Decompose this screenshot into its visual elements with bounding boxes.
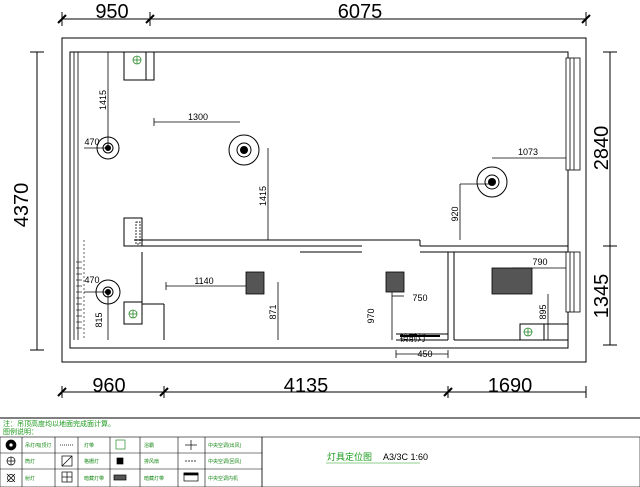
exhaust-fan-icon [116, 457, 124, 465]
ac-units [245, 267, 533, 295]
window-right [565, 57, 581, 313]
drawing-title: 灯具定位图 [327, 451, 372, 462]
curtain-hatch [76, 261, 82, 329]
dim-right-upper: 2840 [591, 126, 613, 171]
downlight-fixtures [128, 55, 533, 337]
dim-1300: 1300 [188, 112, 208, 122]
ceiling-light-icon [476, 166, 508, 198]
ac-unit-icon [245, 271, 265, 295]
downlight-icon [6, 456, 16, 466]
ceiling-light-icon [95, 279, 121, 305]
legend-label: 暗藏灯带 [144, 475, 164, 482]
downlight-icon [523, 327, 533, 337]
dim-970: 970 [366, 308, 376, 323]
legend-label: 灯带 [84, 442, 94, 449]
legend-table [0, 436, 640, 487]
dim-bottom-a: 960 [92, 375, 125, 397]
hidden-strip-icon [61, 471, 73, 483]
note-line-1: 注：吊顶高度均以地面完成面计算。 [3, 419, 115, 428]
dim-790: 790 [532, 257, 547, 267]
right-dimension [603, 51, 617, 346]
dim-1140: 1140 [194, 276, 213, 286]
ceiling-light-icon [228, 134, 260, 166]
dim-1073: 1073 [518, 147, 538, 157]
ac-outlet-icon [185, 440, 197, 450]
ac-unit-icon [183, 472, 199, 482]
outer-walls [61, 37, 587, 363]
legend-label: 浴霸 [144, 442, 154, 449]
drawing-scale: A3/3C 1:60 [383, 452, 428, 462]
dim-450: 450 [417, 349, 432, 359]
dim-top-left: 950 [95, 1, 128, 23]
spotlight-icon [6, 473, 16, 483]
legend-label: 格栅灯 [84, 458, 99, 465]
dim-470-top: 470 [84, 137, 99, 147]
dim-bottom-b: 4135 [284, 375, 329, 397]
dim-top-right: 6075 [338, 1, 383, 23]
left-dimension [30, 51, 44, 351]
legend-label: 中央空调(出风) [208, 442, 242, 449]
dim-920: 920 [450, 206, 460, 221]
ceiling-edge-lines [135, 52, 155, 245]
grille-light-icon [61, 455, 73, 467]
dim-right-lower: 1345 [591, 274, 613, 319]
mirror-light-label: 镜前灯 [399, 332, 426, 343]
pendant-light-icon [5, 439, 17, 451]
dim-bottom-c: 1690 [488, 375, 533, 397]
downlight-icon [132, 55, 142, 65]
legend-label: 中央空调内机 [208, 475, 238, 482]
legend-label: 吊灯/吸顶灯 [25, 442, 51, 449]
ceiling-light-fixtures [95, 134, 508, 305]
window-left [73, 52, 79, 340]
bottom-dimension [57, 386, 587, 398]
note-line-2: 图例说明： [3, 427, 38, 436]
dim-750: 750 [412, 293, 427, 303]
legend-icons [5, 439, 199, 483]
legend-label: 筒灯 [25, 458, 35, 465]
legend-label: 排风扇 [144, 458, 159, 465]
dim-left: 4370 [11, 183, 33, 228]
legend-label: 射灯 [25, 475, 35, 482]
recessed-light-icon [113, 474, 127, 481]
inner-dim-lines [84, 52, 566, 358]
dim-1415-mid: 1415 [258, 186, 268, 206]
dim-1415-top: 1415 [98, 90, 108, 110]
interior-walls [123, 51, 568, 341]
dim-815: 815 [94, 312, 104, 327]
legend-label: 中央空调(回风) [208, 458, 242, 465]
downlight-icon [128, 309, 138, 319]
ac-unit-icon [385, 271, 405, 293]
dim-895: 895 [538, 304, 548, 319]
ac-unit-icon [491, 267, 533, 295]
dim-470-bot: 470 [84, 275, 99, 285]
legend-label: 暗藏灯带 [84, 475, 104, 482]
ceiling-light-icon [96, 136, 120, 160]
top-dimension [57, 12, 591, 26]
dim-871: 871 [268, 304, 278, 319]
bath-heater-icon [115, 439, 126, 450]
